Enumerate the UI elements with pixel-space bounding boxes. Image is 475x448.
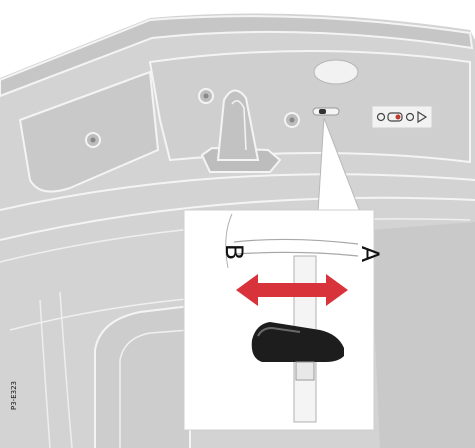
lower-inner-frame bbox=[95, 306, 190, 448]
bolt-center-right bbox=[285, 113, 299, 127]
figure-code: P3-E323 bbox=[10, 381, 18, 410]
switch-slot-icon bbox=[313, 108, 339, 115]
label-b: B bbox=[220, 244, 248, 260]
bolt-left bbox=[86, 133, 100, 147]
switch-indicator-icon bbox=[372, 106, 432, 128]
label-a: A bbox=[356, 246, 384, 263]
bolt-center-left bbox=[199, 89, 213, 103]
rubber-plug bbox=[314, 60, 358, 84]
right-lower-shade bbox=[370, 222, 475, 448]
